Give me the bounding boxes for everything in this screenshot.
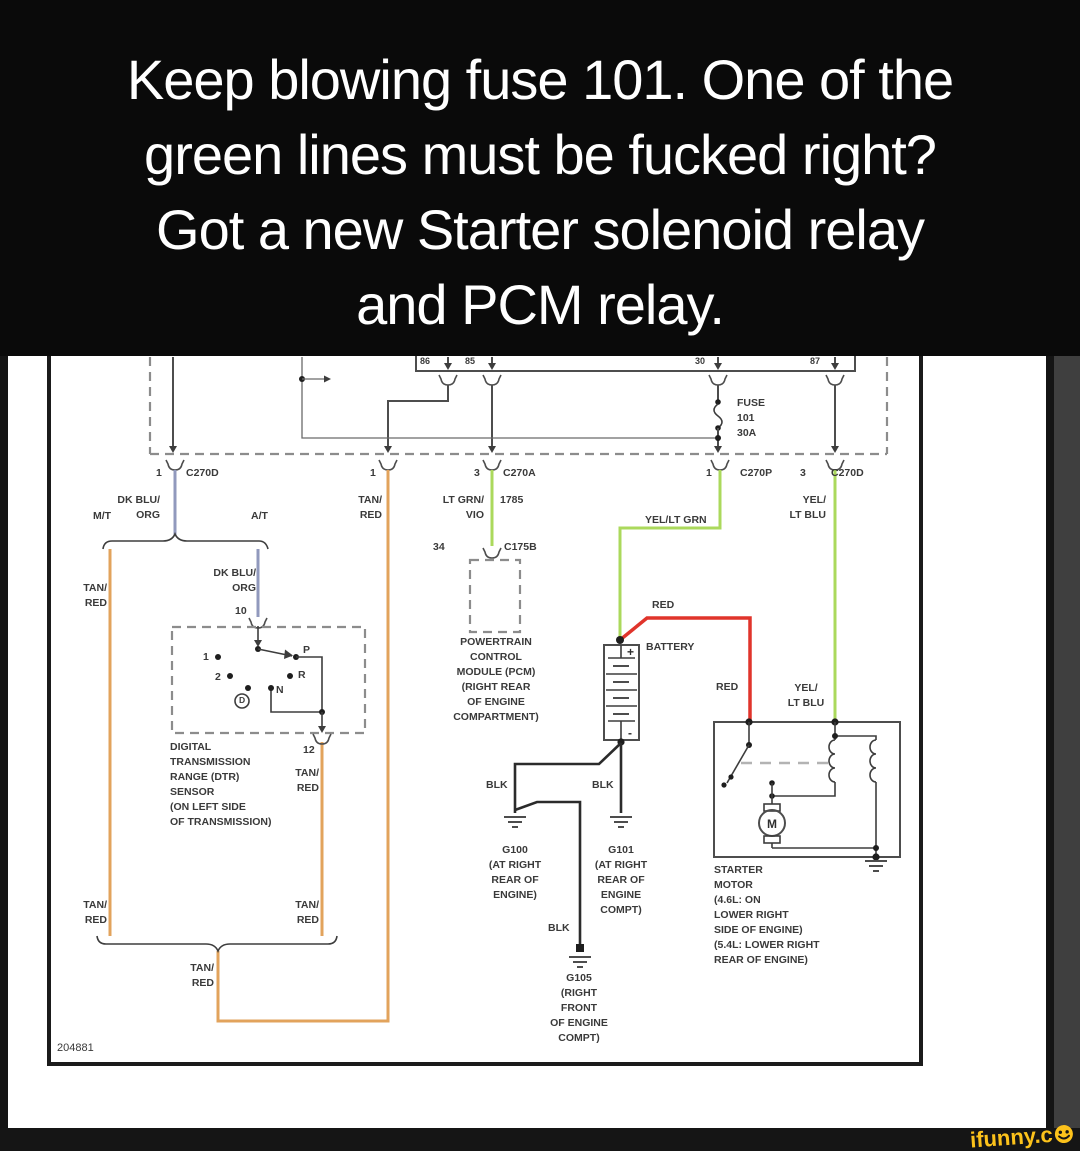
connector-c270p: C270P — [740, 467, 773, 479]
dtr-pos-2: 2 — [215, 671, 221, 683]
starter-motor-box: M — [713, 718, 901, 872]
dtr-pos-1: 1 — [203, 651, 209, 663]
connector-c270d-right: C270D — [831, 467, 864, 479]
connector-pin: 1 — [156, 467, 162, 479]
dtr-sensor-box — [170, 625, 367, 745]
dtr-pos-n: N — [276, 684, 284, 696]
relay-terminal-85: 85 — [465, 356, 476, 366]
wire-label-dk-blu-org: DK BLU/ ORG — [117, 494, 160, 521]
relay-terminal-86: 86 — [420, 356, 431, 366]
harness-dashed-box — [148, 357, 889, 456]
wire-label-tan-red: TAN/ RED — [295, 767, 319, 794]
wire-label-tan-red: TAN/ RED — [358, 494, 382, 521]
lt-grn-vio-wire — [468, 470, 522, 634]
dtr-pin-12: 12 — [303, 744, 315, 756]
starter-motor-label: STARTER MOTOR (4.6L: ON LOWER RIGHT SIDE… — [714, 864, 820, 966]
meme-caption: Keep blowing fuse 101. One of the green … — [0, 0, 1080, 356]
motor-letter: M — [767, 817, 777, 831]
wire-label-tan-red: TAN/ RED — [83, 582, 107, 609]
left-black-strip — [0, 356, 8, 1128]
battery-feed-wires — [616, 470, 837, 721]
pcm-label: POWERTRAIN CONTROL MODULE (PCM) (RIGHT R… — [453, 636, 539, 723]
circuit-number-1785: 1785 — [500, 494, 524, 506]
right-gray-strip — [1054, 356, 1080, 1128]
connector-pin-34: 34 — [433, 541, 445, 553]
connector-pin: 3 — [800, 467, 806, 479]
label-manual-trans: M/T — [93, 510, 112, 522]
wire-label-lt-grn-vio: LT GRN/ VIO — [442, 494, 484, 521]
wire-label-tan-red: TAN/ RED — [83, 899, 107, 926]
connector-pin: 3 — [474, 467, 480, 479]
connector-c270a: C270A — [503, 467, 536, 479]
relay-terminal-30: 30 — [695, 356, 706, 366]
battery-minus-sign: - — [628, 726, 632, 740]
wire-label-blk: BLK — [548, 922, 570, 934]
wire-label-yel-lt-blu: YEL/ LT BLU — [787, 682, 825, 709]
fuse-101-label: FUSE 101 30A — [737, 397, 766, 439]
wire-label-yel-lt-blu: YEL/ LT BLU — [789, 494, 826, 521]
wire-label-yel-lt-grn: YEL/LT GRN — [645, 514, 707, 526]
connector-c270d-left: C270D — [186, 467, 219, 479]
ifunny-watermark-text: ifunny.c — [969, 1121, 1054, 1151]
diagram-ref-number: 204881 — [57, 1042, 94, 1054]
footer-bar: ifunny.c — [0, 1122, 1080, 1151]
wire-label-tan-red: TAN/ RED — [295, 899, 319, 926]
dtr-pos-d: D — [239, 695, 246, 705]
ground-wires — [503, 742, 633, 968]
wire-label-blk: BLK — [486, 779, 508, 791]
relay-terminal-87: 87 — [810, 356, 821, 366]
starter-relay-box — [415, 351, 856, 386]
battery-plus-sign: + — [627, 645, 634, 659]
wire-label-red: RED — [716, 681, 739, 693]
tan-red-wires — [96, 470, 390, 1023]
ground-g100-label: G100 (AT RIGHT REAR OF ENGINE) — [488, 844, 542, 901]
battery-symbol: + - — [603, 644, 640, 746]
ground-g101-label: G101 (AT RIGHT REAR OF ENGINE COMPT) — [594, 844, 648, 916]
dk-blu-org-wire — [102, 470, 269, 647]
relay-wires — [165, 357, 845, 471]
connector-pin: 1 — [706, 467, 712, 479]
smiley-icon — [1054, 1125, 1073, 1144]
ifunny-watermark: ifunny.c — [970, 1120, 1075, 1151]
wire-label-red: RED — [652, 599, 675, 611]
battery-label: BATTERY — [646, 641, 695, 653]
ground-g105-label: G105 (RIGHT FRONT OF ENGINE COMPT) — [550, 972, 608, 1044]
connector-c175b: C175B — [504, 541, 537, 553]
wire-label-tan-red: TAN/ RED — [190, 962, 214, 989]
right-black-line — [1046, 356, 1054, 1128]
label-auto-trans: A/T — [251, 510, 268, 522]
wire-label-blk: BLK — [592, 779, 614, 791]
dtr-pos-r: R — [298, 669, 306, 681]
dtr-pos-p: P — [303, 644, 311, 656]
dtr-sensor-label: DIGITAL TRANSMISSION RANGE (DTR) SENSOR … — [170, 741, 272, 828]
dtr-pin-10: 10 — [235, 605, 247, 617]
wire-label-dk-blu-org: DK BLU/ ORG — [213, 567, 256, 594]
connector-pin: 1 — [370, 467, 376, 479]
